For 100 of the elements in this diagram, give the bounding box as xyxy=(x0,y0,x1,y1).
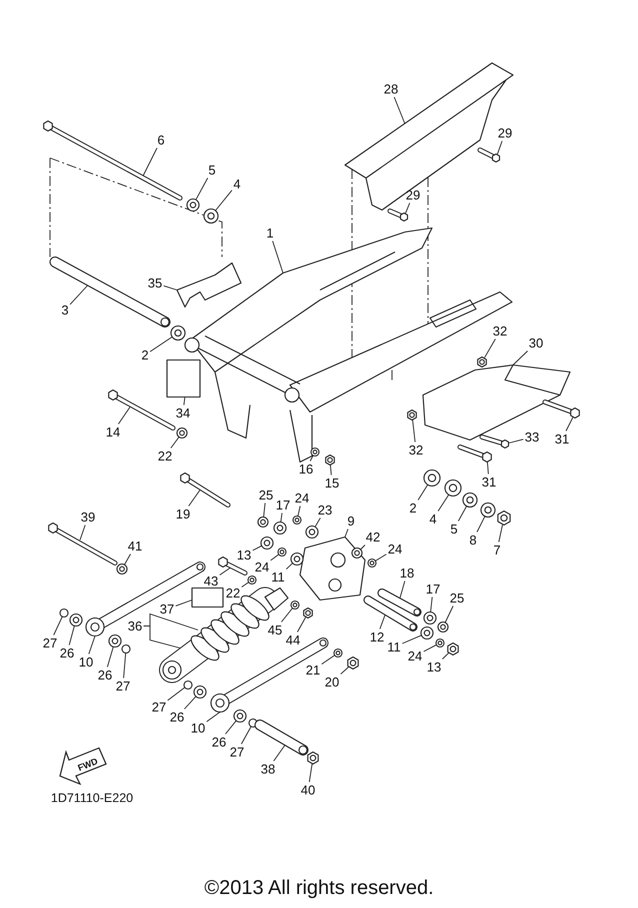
screw xyxy=(388,208,408,222)
plate xyxy=(176,262,242,308)
callout-number: 27 xyxy=(152,700,166,714)
callout-number: 24 xyxy=(254,560,270,574)
leader-line xyxy=(195,178,208,200)
callout-number: 39 xyxy=(80,510,96,524)
callout-number: 12 xyxy=(370,630,384,644)
leader-line xyxy=(512,350,528,366)
leader-line xyxy=(394,96,406,124)
callout-number: 2 xyxy=(409,502,417,514)
bolt xyxy=(542,400,580,419)
callout-number: 29 xyxy=(406,188,420,202)
callout-number: 9 xyxy=(347,514,355,528)
washer xyxy=(290,600,300,610)
callout-number: 32 xyxy=(492,324,508,338)
leader-line xyxy=(423,644,437,652)
callout-number: 8 xyxy=(469,534,477,546)
leader-line xyxy=(214,190,232,212)
leader-line xyxy=(286,562,294,570)
leader-line xyxy=(458,506,468,522)
callout-number: 5 xyxy=(450,522,458,536)
leader-line xyxy=(188,490,200,506)
callout-number: 24 xyxy=(408,650,422,662)
callout-number: 25 xyxy=(258,488,274,502)
collar xyxy=(69,613,83,627)
leader-line xyxy=(163,285,178,290)
callout-number: 22 xyxy=(158,450,172,462)
leader-line xyxy=(80,524,86,540)
callout-number: 31 xyxy=(554,432,570,446)
washer xyxy=(203,208,219,224)
leader-line xyxy=(340,666,350,675)
leader-line xyxy=(280,608,293,622)
callout-number: 26 xyxy=(170,710,184,724)
leader-line xyxy=(263,502,266,518)
nut xyxy=(307,751,319,765)
relay-arm xyxy=(299,536,366,601)
callout-number: 15 xyxy=(324,476,340,490)
callout-number: 25 xyxy=(450,592,464,604)
callout-number: 19 xyxy=(176,508,190,520)
collar xyxy=(170,325,186,341)
washer xyxy=(435,638,445,648)
collar xyxy=(423,611,437,625)
leader-line xyxy=(438,494,450,512)
leader-line xyxy=(330,464,332,476)
callout-number: 35 xyxy=(148,276,162,290)
washer xyxy=(247,575,257,585)
leader-line xyxy=(308,763,313,782)
washer xyxy=(257,516,269,528)
leader-line xyxy=(175,600,192,606)
leader-line xyxy=(184,696,196,710)
callout-number: 42 xyxy=(366,530,380,544)
leader-line xyxy=(241,582,250,588)
callout-number: 17 xyxy=(426,582,440,596)
callout-number: 31 xyxy=(482,476,496,488)
callout-number: 14 xyxy=(106,426,120,438)
leader-line xyxy=(143,626,180,648)
callout-number: 5 xyxy=(208,164,216,176)
callout-number: 27 xyxy=(230,746,244,758)
callout-number: 36 xyxy=(128,620,142,632)
washer xyxy=(333,648,343,658)
callout-number: 30 xyxy=(528,336,544,350)
leader-line xyxy=(412,420,416,442)
washer xyxy=(186,198,200,212)
callout-number: 10 xyxy=(190,722,206,734)
callout-number: 11 xyxy=(387,640,401,654)
callout-number: 37 xyxy=(160,602,174,616)
leader-line xyxy=(442,652,450,660)
callout-number: 13 xyxy=(236,548,252,562)
callout-number: 38 xyxy=(260,762,276,776)
leader-line xyxy=(118,406,130,424)
nut xyxy=(303,607,313,619)
leader-line xyxy=(297,506,301,517)
washer xyxy=(176,427,188,439)
leader-line xyxy=(484,338,496,358)
callout-number: 6 xyxy=(157,134,165,146)
callout-number: 4 xyxy=(429,512,437,526)
washer xyxy=(480,502,496,518)
callout-number: 32 xyxy=(408,444,424,456)
leader-line xyxy=(252,545,262,551)
collar xyxy=(423,469,441,487)
callout-number: 24 xyxy=(294,492,310,504)
leader-line xyxy=(219,568,230,576)
leader-line xyxy=(418,484,428,500)
leader-line xyxy=(314,518,321,528)
shaft xyxy=(378,588,422,616)
leader-line xyxy=(88,636,96,654)
o-ring xyxy=(121,644,131,654)
collar xyxy=(420,626,434,640)
leader-line xyxy=(167,686,186,701)
leader-line xyxy=(476,516,486,532)
callout-number: 2 xyxy=(141,348,149,362)
callout-number: 1 xyxy=(266,226,274,240)
leader-line xyxy=(360,544,366,550)
nut xyxy=(347,656,359,670)
leader-line xyxy=(280,512,282,523)
washer xyxy=(292,515,302,525)
shaft xyxy=(254,720,308,756)
bolt xyxy=(48,522,118,566)
leader-line xyxy=(374,554,387,562)
washer xyxy=(444,479,462,497)
